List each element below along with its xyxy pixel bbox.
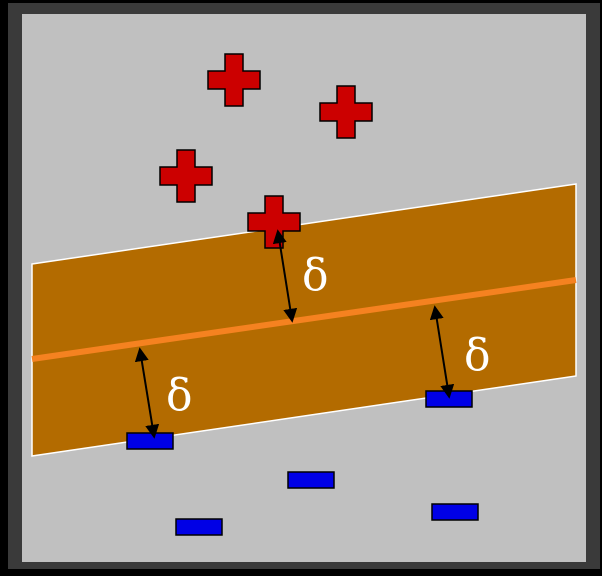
decision-boundary-line — [31, 277, 577, 362]
margin-arrow-top — [272, 229, 298, 323]
positive-class-marker — [207, 53, 261, 107]
margin-label-top: δ — [302, 250, 329, 301]
margin-arrow-bottom-right — [429, 305, 455, 399]
margin-arrow-bottom-left — [134, 347, 160, 439]
margin-label-left: δ — [166, 370, 193, 421]
positive-class-markers — [159, 53, 373, 249]
negative-class-marker — [175, 518, 223, 536]
negative-class-marker — [287, 471, 335, 489]
negative-class-marker — [126, 432, 174, 450]
margin-label-right: δ — [464, 330, 491, 381]
positive-class-marker — [319, 85, 373, 139]
positive-class-marker — [159, 149, 213, 203]
negative-class-marker — [431, 503, 479, 521]
